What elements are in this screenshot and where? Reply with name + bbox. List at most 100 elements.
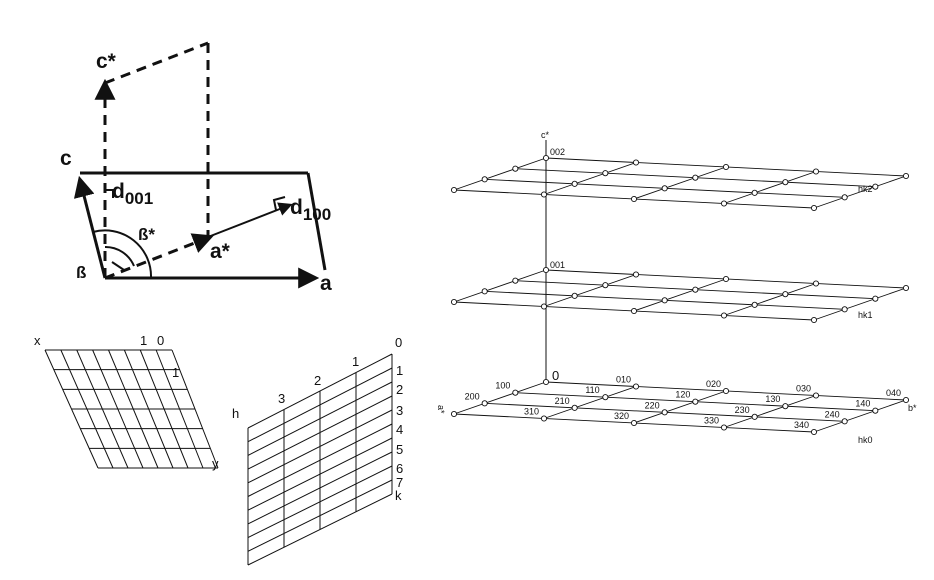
beta-star-arc [104,245,135,267]
hk1-lattice-point [571,292,578,299]
hk0-index-label: 310 [524,407,539,417]
hk-row-line [247,465,393,539]
hk2-lattice-point [661,185,668,192]
hk2-a-line [813,175,907,209]
beta-star-label: ß* [138,225,155,244]
hk-right-5: 5 [396,442,403,457]
layer-hk1 [450,266,910,324]
hk-right-labels: 1 2 3 4 5 6 7 [396,363,403,490]
layer-hk0 [450,378,910,436]
a-star-label: a* [210,240,231,263]
hk-top-1: 1 [352,354,359,369]
c-star-label: c* [96,50,117,73]
hk-right-6: 6 [396,461,403,476]
hk1-lattice-point [481,288,488,295]
hk-row-line [247,451,393,525]
hk1-a-line [633,278,727,312]
hk0-lattice-point [630,419,638,427]
hk1-label: hk1 [858,310,873,320]
hk2-lattice-point [841,194,848,201]
hk0-lattice-point [810,428,818,436]
hk-row-line [247,395,393,470]
y-axis-label: y [212,456,219,471]
cell-edge-right [306,172,327,271]
hk1-lattice-point [602,282,609,289]
hk-row-line [247,437,393,511]
hk0-lattice-point [481,400,488,407]
hk0-lattice-point [540,415,548,422]
hk0-index-label: 140 [855,399,870,409]
right-angle-dot [279,203,283,207]
hk0-lattice-point [872,407,879,414]
hk-row-line [247,423,393,497]
recip-edge-top [104,41,209,85]
hk2-lattice-point [481,176,488,183]
hk0-index-label: 010 [616,375,631,385]
b-star-axis-label: b* [908,403,917,413]
hk0-lattice-point [450,410,458,418]
right-angle-mark [272,196,286,211]
hk0-index-label: 240 [825,409,840,419]
hk0-a-line [453,381,547,415]
hk-top-labels: 3 2 1 0 [278,335,402,406]
hk0-lattice-point [782,403,789,410]
d100-label: d100 [290,196,331,224]
hk2-lattice-point [722,163,730,171]
hk0-index-label: 130 [765,394,780,404]
hk1-lattice-point [542,266,550,274]
hk0-lattice-point [902,396,910,404]
hk1-lattice-point [810,316,818,324]
hk-right-3: 3 [396,403,403,418]
hk-right-4: 4 [396,422,403,437]
hk2-a-line [543,162,637,195]
hk1-lattice-point [632,271,640,278]
hk0-index-label: 030 [796,384,811,394]
beta-arc [92,229,153,279]
hk0-index-label: 340 [794,420,809,430]
hk0-a-line [633,390,727,424]
hk1-lattice-point [720,312,728,319]
hk0-index-label: 100 [495,381,510,391]
a-star-vector [104,233,214,280]
hk1-lattice-point [872,295,879,302]
hk0-index-label: 220 [645,400,660,410]
c-vector [73,175,107,279]
beta-tick [111,261,125,271]
unit-cell-diagram: c* c a a* d001 d100 ß* ß [60,41,332,295]
x-axis-label: x [34,333,41,348]
hk0-index-label: 110 [585,385,599,395]
hk2-lattice-point [540,191,548,198]
hk0-index-label: 230 [735,405,750,415]
hk0-index-label: 120 [675,390,690,400]
hk0-index-label: 210 [555,396,570,406]
hk1-lattice-point [902,284,910,292]
hk2-a-line [453,157,547,191]
hk0-lattice-point [751,413,758,420]
hk0-lattice-point [722,387,730,395]
label-001: 001 [550,260,565,270]
d100-arrow [207,202,293,238]
hk0-lattice-point [602,394,609,401]
k-axis-label: k [395,488,402,503]
hk0-lattice-point [571,404,578,411]
hk0-index-label: 040 [886,388,901,398]
hk2-lattice-point [720,200,728,207]
xy-tick-1: 1 [140,333,147,348]
hk-right-2: 2 [396,382,403,397]
hk0-index-label: 320 [614,411,629,421]
hk1-lattice-point [812,280,820,287]
hk2-label: hk2 [858,184,873,194]
hk2-lattice-point [542,154,550,162]
hk1-lattice-point [512,277,519,284]
hk-top-2: 2 [314,373,321,388]
hk-top-0: 0 [395,335,402,350]
hk1-lattice-point [450,298,458,306]
h-axis-label: h [232,406,239,421]
hk1-lattice-point [692,286,699,293]
hk2-lattice-point [632,159,640,166]
hk-row-line [247,381,393,456]
xy-tick-0: 0 [157,333,164,348]
xy-grid: x y 1 0 1 [34,333,219,471]
